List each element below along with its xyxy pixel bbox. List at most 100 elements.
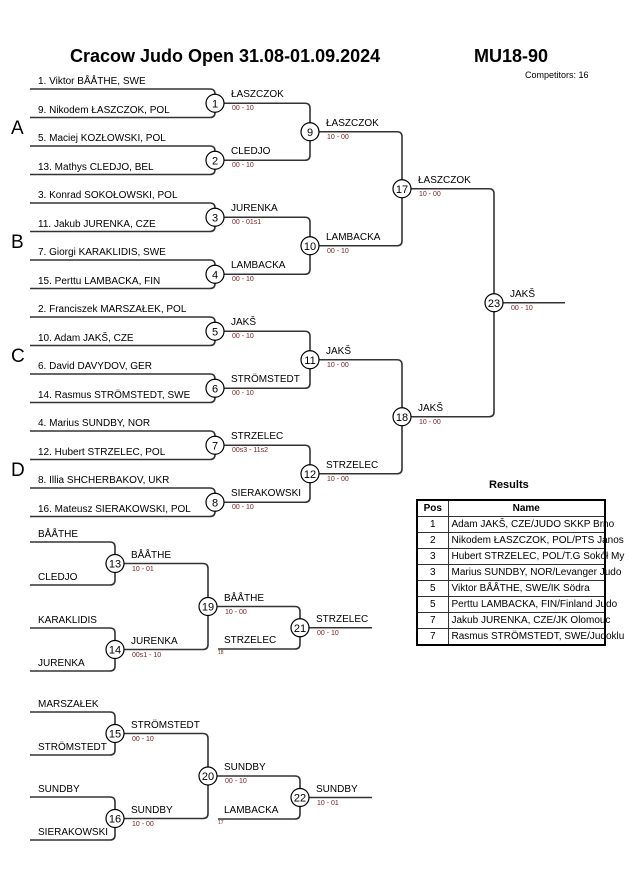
match-12-score: 10 - 00 <box>327 475 349 483</box>
match-13-node[interactable]: 13 <box>105 553 125 574</box>
match-4-node[interactable]: 4 <box>205 264 225 284</box>
entrant-name: 9. Nikodem ŁASZCZOK, POL <box>38 104 170 116</box>
match-22-winner: SUNDBY <box>316 783 358 795</box>
svg-text:7: 7 <box>212 440 218 452</box>
match-18-node[interactable]: 18 <box>392 407 412 427</box>
match-16-winner: SUNDBY <box>131 804 173 816</box>
match-12-winner: STRZELEC <box>326 459 379 471</box>
match-16-node[interactable]: 16 <box>105 808 125 829</box>
result-pos: 5 <box>416 596 449 613</box>
results-title: Results <box>489 479 529 491</box>
match-13-winner: BÅÅTHE <box>131 549 172 561</box>
svg-text:13: 13 <box>109 559 121 571</box>
svg-text:8: 8 <box>212 497 218 509</box>
match-17-node[interactable]: 17 <box>392 179 412 199</box>
match-11-score: 10 - 00 <box>327 361 349 369</box>
entrant-name: 7. Giorgi KARAKLIDIS, SWE <box>38 247 166 258</box>
match-18-score: 10 - 00 <box>419 418 441 426</box>
match-10-winner: LAMBACKA <box>326 231 381 243</box>
entrant-name: 8. Illia SHCHERBAKOV, UKR <box>38 475 170 486</box>
results-header-name: Name <box>447 499 606 517</box>
match-19-node[interactable]: 19 <box>198 596 218 617</box>
result-name: Rasmus STRÖMSTEDT, SWE/Judoklu <box>447 628 624 646</box>
repechage-entrant: KARAKLIDIS <box>38 615 97 626</box>
semifinal-loser-source: 18 <box>218 650 224 656</box>
match-9-winner: ŁASZCZOK <box>326 117 379 129</box>
semifinal-loser: LAMBACKA <box>224 805 279 816</box>
svg-text:10: 10 <box>304 241 316 253</box>
match-7-winner: STRZELEC <box>231 431 284 443</box>
match-5-node[interactable]: 5 <box>205 321 225 341</box>
match-21-node[interactable]: 21 <box>290 618 310 638</box>
match-6-node[interactable]: 6 <box>205 378 225 398</box>
group-label-d: D <box>11 460 25 481</box>
match-8-winner: SIERAKOWSKI <box>231 488 302 500</box>
match-12-node[interactable]: 12 <box>300 464 320 484</box>
match-19-winner: BÅÅTHE <box>224 592 265 604</box>
match-10-node[interactable]: 10 <box>300 236 320 256</box>
group-label-b: B <box>11 232 24 253</box>
result-name: Marius SUNDBY, NOR/Levanger Judo <box>447 564 621 581</box>
result-name: Jakub JURENKA, CZE/JK Olomouc <box>447 612 610 629</box>
match-15-winner: STRÖMSTEDT <box>131 719 200 731</box>
match-8-score: 00 - 10 <box>232 504 254 512</box>
svg-text:9: 9 <box>307 127 313 139</box>
entrant-name: 1. Viktor BÅÅTHE, SWE <box>38 76 146 87</box>
match-1-node[interactable]: 1 <box>205 93 225 113</box>
repechage-entrant: BÅÅTHE <box>38 529 79 540</box>
result-name: Perttu LAMBACKA, FIN/Finland Judo <box>447 596 617 613</box>
svg-text:14: 14 <box>109 645 121 657</box>
svg-text:6: 6 <box>212 383 218 395</box>
result-pos: 7 <box>416 612 449 629</box>
entrant-name: 6. David DAVYDOV, GER <box>38 361 152 372</box>
match-11-winner: JAKŠ <box>326 345 352 357</box>
match-3-node[interactable]: 3 <box>205 207 225 227</box>
match-11-node[interactable]: 11 <box>300 350 320 370</box>
svg-text:3: 3 <box>212 212 218 224</box>
svg-text:2: 2 <box>212 155 218 167</box>
svg-text:11: 11 <box>304 355 315 367</box>
match-16-score: 10 - 00 <box>132 820 154 828</box>
match-3-winner: JURENKA <box>231 203 278 215</box>
competitors-count: Competitors: 16 <box>525 70 589 80</box>
match-8-node[interactable]: 8 <box>205 492 225 512</box>
match-23-score: 00 - 10 <box>511 304 533 312</box>
match-23-node[interactable]: 23 <box>484 293 504 313</box>
svg-text:17: 17 <box>396 184 408 196</box>
match-14-winner: JURENKA <box>131 635 178 647</box>
match-2-node[interactable]: 2 <box>205 150 225 170</box>
match-23-bracket <box>402 187 495 418</box>
repechage-entrant: CLEDJO <box>38 572 78 583</box>
match-14-score: 00s1 - 10 <box>132 651 162 659</box>
repechage-entrant: STRÖMSTEDT <box>38 742 107 753</box>
match-9-node[interactable]: 9 <box>300 122 320 142</box>
entrant-name: 5. Maciej KOZŁOWSKI, POL <box>38 133 166 144</box>
match-14-node[interactable]: 14 <box>105 639 125 660</box>
svg-text:1: 1 <box>212 98 218 110</box>
match-15-score: 00 - 10 <box>132 735 154 743</box>
match-4-score: 00 - 10 <box>232 276 254 284</box>
match-1-score: 00 - 10 <box>232 105 254 113</box>
entrant-name: 14. Rasmus STRÖMSTEDT, SWE <box>38 389 191 401</box>
repechage-entrant: SIERAKOWSKI <box>38 827 109 838</box>
result-pos: 3 <box>416 548 449 565</box>
entrant-name: 2. Franciszek MARSZAŁEK, POL <box>38 304 187 315</box>
match-22-node[interactable]: 22 <box>290 787 310 808</box>
semifinal-loser: STRZELEC <box>224 635 277 646</box>
match-7-score: 00s3 - 11s2 <box>232 447 269 455</box>
match-23-winner: JAKŠ <box>510 288 536 300</box>
match-20-node[interactable]: 20 <box>198 766 218 786</box>
svg-text:16: 16 <box>109 814 121 826</box>
match-15-node[interactable]: 15 <box>105 723 125 744</box>
match-20-winner: SUNDBY <box>224 762 266 773</box>
svg-text:5: 5 <box>212 326 218 338</box>
match-7-node[interactable]: 7 <box>205 435 225 455</box>
result-pos: 5 <box>416 580 449 597</box>
match-9-score: 10 - 00 <box>327 133 349 141</box>
